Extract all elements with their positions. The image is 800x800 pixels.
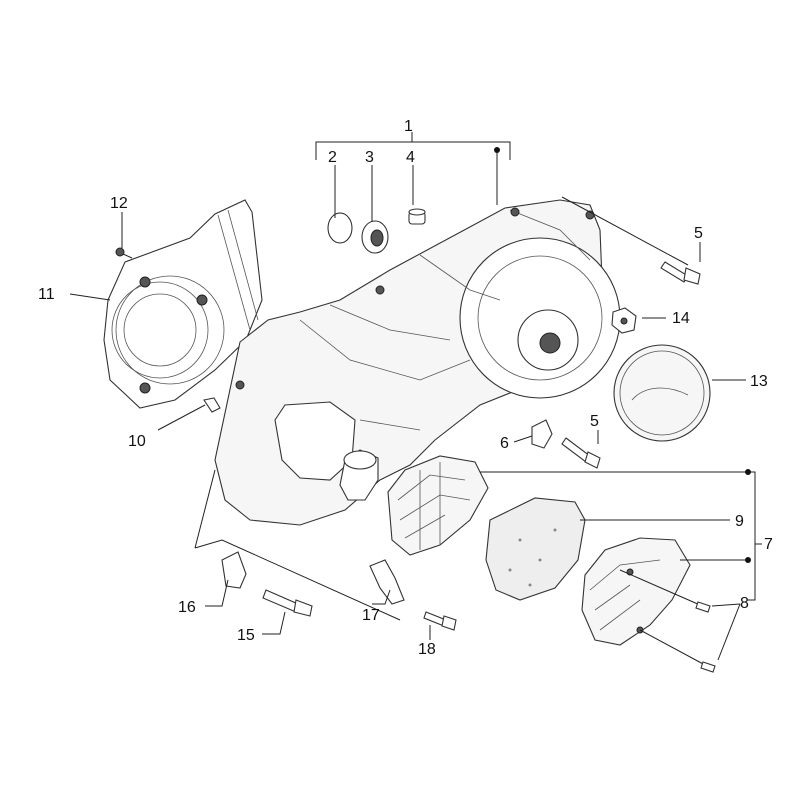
part-bearing [361,220,389,254]
part-clamp-17 [369,559,405,605]
part-bolt-18 [423,611,457,631]
label-part-5-mid: 5 [590,413,599,430]
part-labels: 1 2 3 4 12 11 10 5 14 13 5 6 9 7 8 16 15… [38,118,773,658]
label-part-4: 4 [406,149,415,166]
part-crankcase-cover [214,199,621,526]
label-part-12: 12 [110,195,128,212]
part-screws-8 [619,569,716,673]
label-part-9: 9 [735,513,744,530]
label-part-5-top: 5 [694,225,703,242]
part-dowel [408,208,426,225]
label-part-8: 8 [740,595,749,612]
part-intake-cover [581,537,691,646]
label-part-13: 13 [750,373,768,390]
part-bracket-6 [531,419,553,449]
label-part-17: 17 [362,607,380,624]
part-bolt-15 [262,589,313,617]
part-bolt-5-top [561,196,701,285]
label-part-6: 6 [500,435,509,452]
part-bolt-5-mid [561,437,601,469]
label-part-3: 3 [365,149,374,166]
label-part-11: 11 [38,286,55,303]
label-part-14: 14 [672,310,690,327]
part-circlip [327,212,353,244]
label-part-2: 2 [328,149,337,166]
part-screw-10 [203,397,221,413]
label-part-15: 15 [237,627,255,644]
part-screw-12 [115,247,133,259]
label-part-7: 7 [764,536,773,553]
label-part-1: 1 [404,118,413,135]
part-air-guide-plate [103,199,263,409]
label-part-16: 16 [178,599,196,616]
part-badge-cover [613,344,711,442]
part-bracket-16 [221,551,247,589]
leader-lines [69,132,762,661]
part-filter-sponge [485,497,586,601]
part-nut [611,307,637,334]
part-intake-housing [387,455,489,556]
label-part-10: 10 [128,433,146,450]
label-part-18: 18 [418,641,436,658]
